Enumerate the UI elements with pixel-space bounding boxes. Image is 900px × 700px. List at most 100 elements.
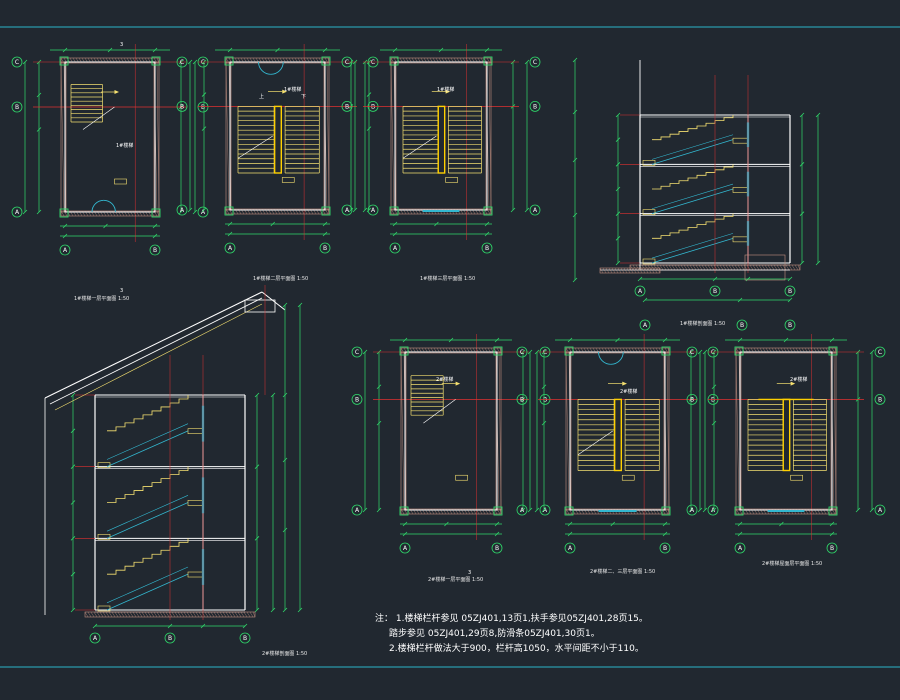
dimension-tick bbox=[167, 623, 173, 629]
hatch-stroke bbox=[788, 264, 793, 271]
axis-bubble bbox=[11, 56, 23, 68]
dimension-tick bbox=[712, 276, 718, 282]
hatch-stroke bbox=[707, 264, 712, 271]
landing bbox=[642, 209, 656, 215]
dimension-tick bbox=[254, 392, 260, 398]
door-swing bbox=[270, 61, 284, 75]
landing bbox=[97, 534, 111, 540]
door-swing bbox=[610, 351, 624, 365]
dimension-tick bbox=[187, 207, 193, 213]
hatch-stroke bbox=[213, 611, 218, 618]
dimension-tick bbox=[201, 126, 207, 131]
axis-bubble bbox=[224, 242, 236, 254]
dimension-tick bbox=[662, 337, 668, 343]
dimension-tick bbox=[282, 607, 288, 613]
dimension-tick bbox=[348, 207, 354, 213]
hatch-stroke bbox=[746, 264, 751, 271]
axis-bubble-label: A bbox=[63, 247, 68, 254]
roof-slope bbox=[49, 297, 263, 405]
sheet-number-top: 3 bbox=[120, 42, 124, 48]
hatch-stroke bbox=[659, 264, 664, 271]
hatch-stroke bbox=[794, 264, 799, 271]
axis-bubble-label: C bbox=[533, 59, 537, 66]
dimension-tick bbox=[282, 392, 288, 398]
axis-bubble-label: A bbox=[738, 545, 743, 552]
axis-bubble bbox=[341, 204, 353, 216]
hatch-stroke bbox=[156, 611, 161, 618]
hatch-stroke bbox=[105, 611, 110, 618]
dimension-tick bbox=[366, 207, 372, 213]
axis-bubble bbox=[874, 393, 886, 405]
dimension-tick bbox=[697, 507, 703, 513]
hatch-stroke bbox=[177, 611, 182, 618]
axis-bubble bbox=[734, 542, 746, 554]
hatch-stroke bbox=[735, 347, 740, 354]
hatch-stroke bbox=[737, 264, 742, 271]
axis-bubble bbox=[529, 101, 541, 112]
hatch-stroke bbox=[668, 264, 673, 271]
hatch-stroke bbox=[680, 264, 685, 271]
hatch-stroke bbox=[617, 267, 622, 274]
hatch-stroke bbox=[761, 264, 766, 271]
dimension-tick bbox=[282, 527, 288, 533]
axis-bubble bbox=[516, 346, 528, 358]
door-swing bbox=[258, 61, 271, 75]
general-notes: 注： 1.楼梯栏杆参见 05ZJ401,13页1,扶手参见05ZJ401,28页… bbox=[375, 612, 648, 657]
dimension-tick bbox=[192, 209, 198, 215]
column-marker bbox=[399, 346, 409, 356]
stair-flight bbox=[107, 395, 189, 432]
hatch-stroke bbox=[114, 611, 119, 618]
hatch-stroke bbox=[204, 611, 209, 618]
wall-hatch-band bbox=[735, 508, 837, 515]
dimension-tick bbox=[567, 531, 573, 537]
wall-hatch-band bbox=[830, 351, 837, 511]
caption-stair1-floor1: 1#楼梯一层平面图 1:50 bbox=[74, 296, 130, 302]
hatch-stroke bbox=[327, 57, 330, 64]
dimension-tick bbox=[282, 302, 288, 308]
column-marker bbox=[59, 56, 69, 66]
hatch-stroke bbox=[400, 351, 405, 511]
wall-hatch-band bbox=[565, 347, 670, 354]
hatch-stroke bbox=[486, 57, 491, 64]
axis-bubble-label: A bbox=[878, 507, 883, 514]
handrail-line bbox=[651, 183, 734, 210]
axis-bubble bbox=[164, 632, 176, 644]
column-marker bbox=[389, 206, 399, 216]
axis-bubble-label: A bbox=[638, 288, 643, 295]
dimension-tick bbox=[494, 337, 500, 343]
hatch-stroke bbox=[644, 264, 649, 271]
dimension-tick bbox=[448, 337, 454, 343]
dimension-tick bbox=[352, 207, 358, 213]
hatch-stroke bbox=[390, 208, 395, 215]
dimension-tick bbox=[567, 521, 573, 527]
level-tag bbox=[790, 474, 803, 481]
break-line bbox=[423, 399, 456, 424]
dimension-tick bbox=[534, 507, 540, 513]
column-marker bbox=[564, 346, 574, 356]
hatch-stroke bbox=[683, 264, 688, 271]
hatch-stroke bbox=[207, 611, 212, 618]
dimension-tick bbox=[662, 521, 668, 527]
dimension-tick bbox=[297, 302, 303, 308]
axis-bubble-label: B bbox=[371, 104, 375, 111]
hatch-stroke bbox=[608, 267, 613, 274]
hatch-stroke bbox=[153, 57, 158, 64]
handrail-line bbox=[651, 233, 734, 259]
handrail-line bbox=[106, 495, 189, 532]
dimension-tick bbox=[572, 57, 578, 63]
dimension-tick bbox=[200, 623, 206, 629]
dimension-tick bbox=[615, 260, 621, 266]
column-marker bbox=[59, 208, 69, 218]
wall-hatch-band bbox=[390, 57, 492, 64]
hatch-stroke bbox=[692, 264, 697, 271]
caption-stair2-roof: 2#楼梯屋面层平面图 1:50 bbox=[762, 561, 823, 567]
wall-hatch-band bbox=[225, 57, 330, 64]
hatch-stroke bbox=[626, 267, 631, 274]
hatch-stroke bbox=[90, 611, 95, 618]
dimension-tick bbox=[572, 277, 578, 283]
axis-bubble bbox=[564, 542, 576, 554]
axis-bubble-label: B bbox=[878, 397, 882, 404]
hatch-stroke bbox=[198, 611, 203, 618]
